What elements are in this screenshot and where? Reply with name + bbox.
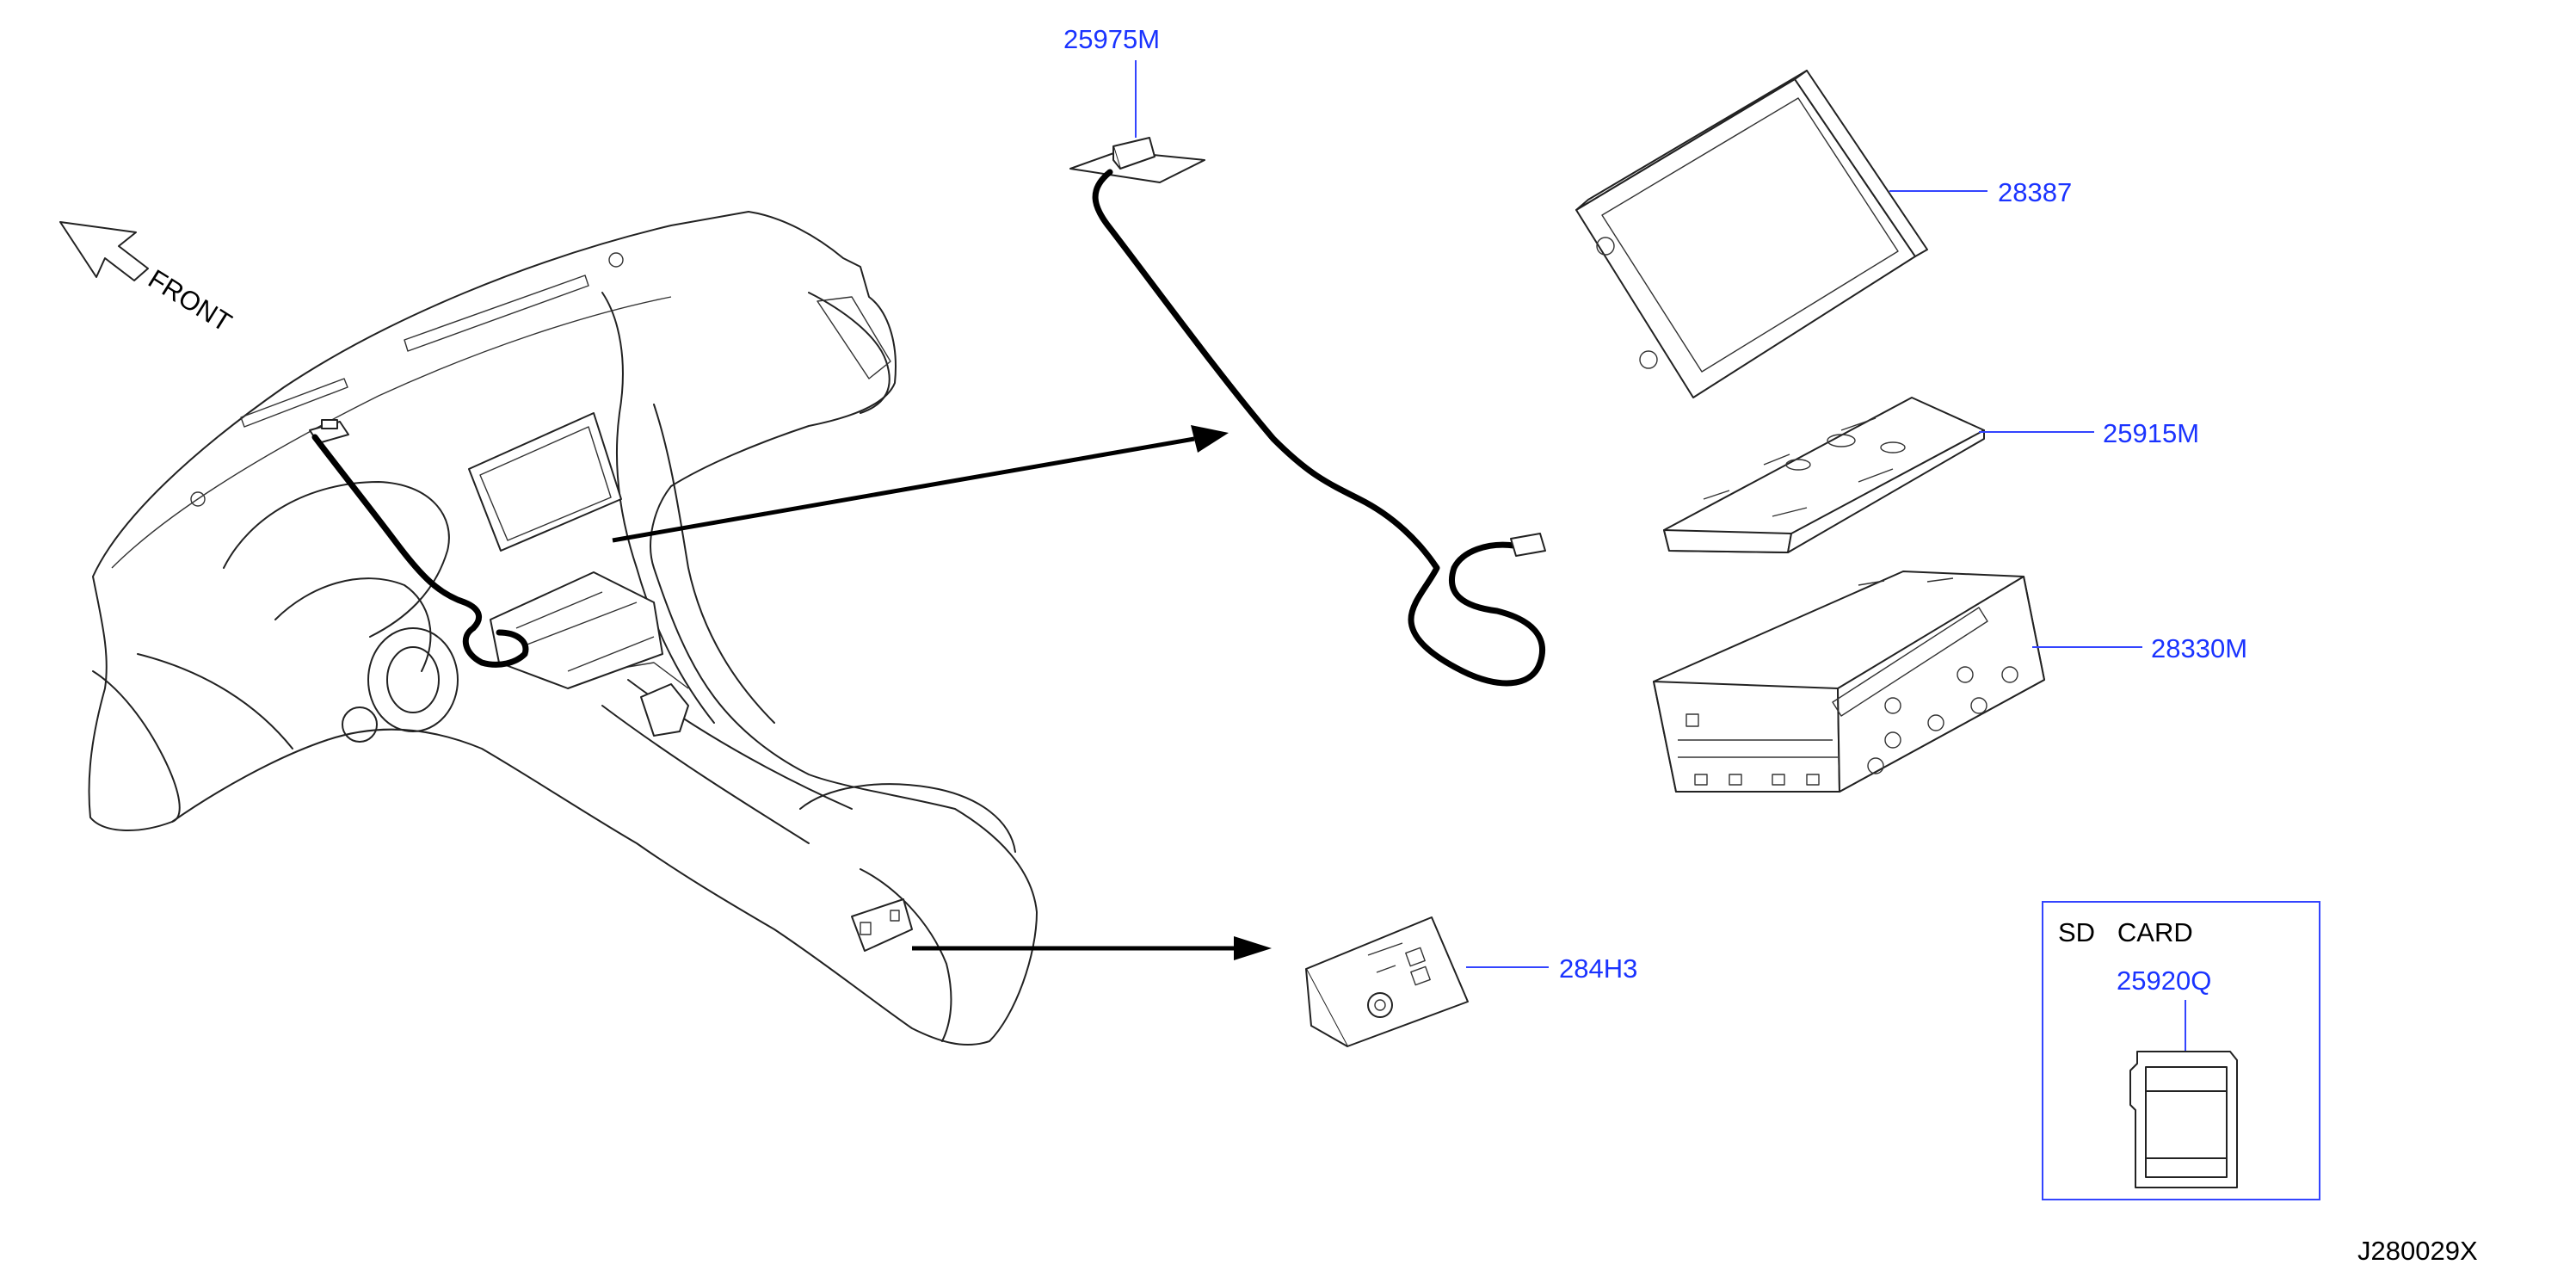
sd-card-box-title: SD CARD xyxy=(2058,917,2193,947)
sd-card-icon xyxy=(2129,1051,2238,1188)
dashboard-illustration xyxy=(88,211,1038,1046)
diagram-id: J280029X xyxy=(2357,1236,2478,1266)
arrow-to-aux-jack xyxy=(912,936,1272,960)
front-arrow-icon xyxy=(59,221,149,281)
part-number-sd-card: 25920Q xyxy=(2117,965,2211,996)
nav-unit-part-illustration xyxy=(1653,571,2045,793)
part-number-display: 28387 xyxy=(1998,177,2072,207)
arrow-to-unit xyxy=(612,425,1229,543)
antenna-part-illustration xyxy=(1069,137,1205,183)
aux-jack-part-illustration xyxy=(1305,916,1469,1047)
part-number-aux-jack: 284H3 xyxy=(1559,953,1637,984)
front-label: FRONT xyxy=(143,263,237,337)
part-number-bracket: 25915M xyxy=(2103,418,2199,448)
sd-card-box xyxy=(2042,901,2320,1200)
part-number-nav-unit: 28330M xyxy=(2151,633,2247,663)
display-part-illustration xyxy=(1575,70,1928,398)
part-number-antenna: 25975M xyxy=(1063,24,1160,54)
bracket-part-illustration xyxy=(1663,397,1985,553)
antenna-cable xyxy=(1092,169,1546,687)
antenna-cable-connector xyxy=(1510,533,1546,557)
dash-antenna-cable xyxy=(311,434,529,668)
